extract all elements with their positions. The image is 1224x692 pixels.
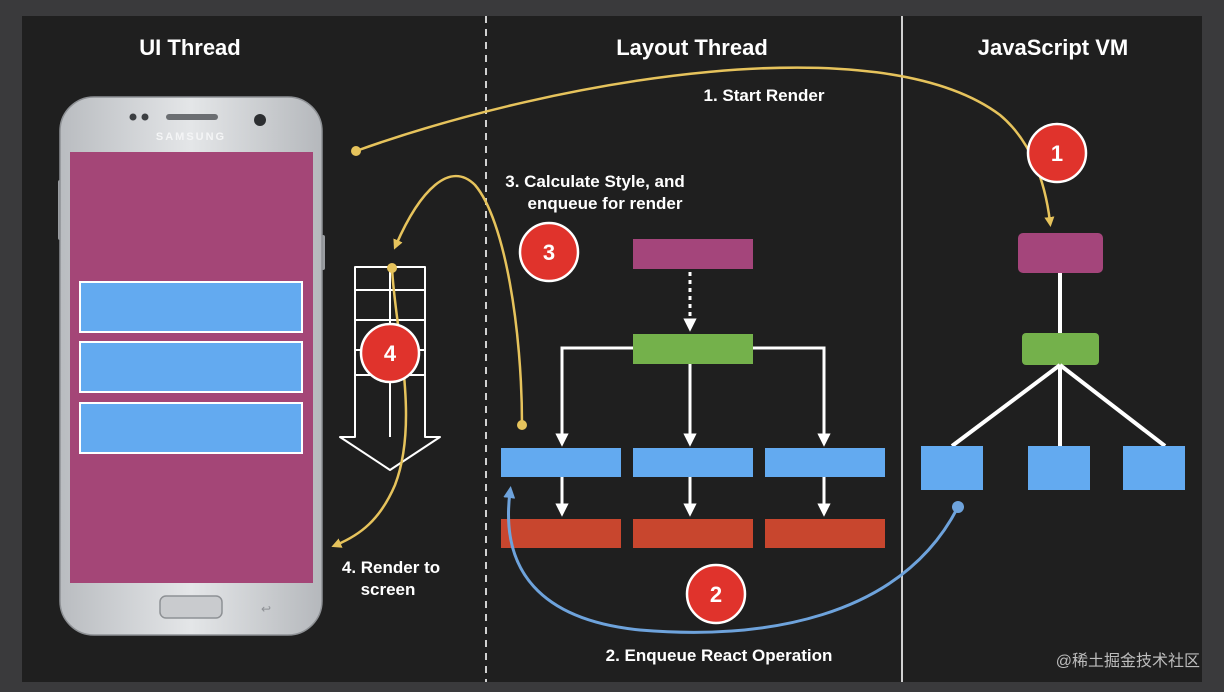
layout-shadow-node (501, 519, 621, 548)
js-root-node (1018, 233, 1103, 273)
javascript-vm-title: JavaScript VM (978, 35, 1128, 60)
step-badge-1: 1 (1026, 122, 1088, 184)
step-badge-1-number: 1 (1051, 141, 1063, 166)
phone-speaker (166, 114, 218, 120)
step-badge-4: 4 (359, 322, 421, 384)
render-to-screen-arrow (331, 267, 408, 548)
ui-thread-title: UI Thread (139, 35, 240, 60)
layout-leaf-node (501, 448, 621, 477)
phone-home-button (159, 595, 223, 619)
js-leaf-node (1028, 446, 1090, 490)
layout-leaf-node (765, 448, 885, 477)
render-to-screen-origin-dot (387, 263, 397, 273)
step-1-label: 1. Start Render (704, 86, 825, 105)
step-badge-2: 2 (685, 563, 747, 625)
step-badge-3: 3 (518, 221, 580, 283)
layout-root-node (633, 239, 753, 269)
phone-front-camera (254, 114, 266, 126)
step-4-label-line2: screen (361, 580, 416, 599)
watermark: @稀土掘金技术社区 (1056, 652, 1200, 670)
start-render-origin-dot (351, 146, 361, 156)
layout-shadow-node (633, 519, 753, 548)
step-3-label-line1: 3. Calculate Style, and (505, 172, 685, 191)
phone: SAMSUNG ↩ (58, 96, 325, 636)
enqueue-origin-dot (952, 501, 964, 513)
step-badge-4-number: 4 (384, 341, 397, 366)
layout-thread-title: Layout Thread (616, 35, 768, 60)
step-2-label: 2. Enqueue React Operation (606, 646, 833, 665)
screen-list-item (79, 281, 303, 333)
js-leaf-node (1123, 446, 1185, 490)
step-4-label-line1: 4. Render to (342, 558, 440, 577)
back-icon: ↩ (261, 602, 271, 616)
phone-brand-logo: SAMSUNG (156, 131, 226, 143)
calculate-style-origin-dot (517, 420, 527, 430)
js-tree (921, 233, 1185, 490)
screen-list-item (79, 341, 303, 393)
step-3-label-line2: enqueue for render (528, 194, 683, 213)
tree-connector-left (555, 346, 633, 447)
screen-list-item (79, 402, 303, 454)
layout-leaf-node (633, 448, 753, 477)
calculate-style-arrow (393, 174, 524, 426)
step-badge-3-number: 3 (543, 240, 555, 265)
enqueue-arrow (503, 486, 960, 634)
js-tree-connector (950, 363, 1062, 448)
step-badge-2-number: 2 (710, 582, 722, 607)
layout-shadow-node (765, 519, 885, 548)
js-tree-connector (1058, 363, 1167, 448)
phone-sensor-dot (129, 113, 137, 121)
js-leaf-node (921, 446, 983, 490)
js-child-node (1022, 333, 1099, 365)
render-queue-arrow-outline (339, 266, 441, 471)
tree-connector-right (753, 346, 831, 447)
phone-sensor-dot (141, 113, 149, 121)
layout-tree (501, 239, 885, 548)
layout-child-node (633, 334, 753, 364)
